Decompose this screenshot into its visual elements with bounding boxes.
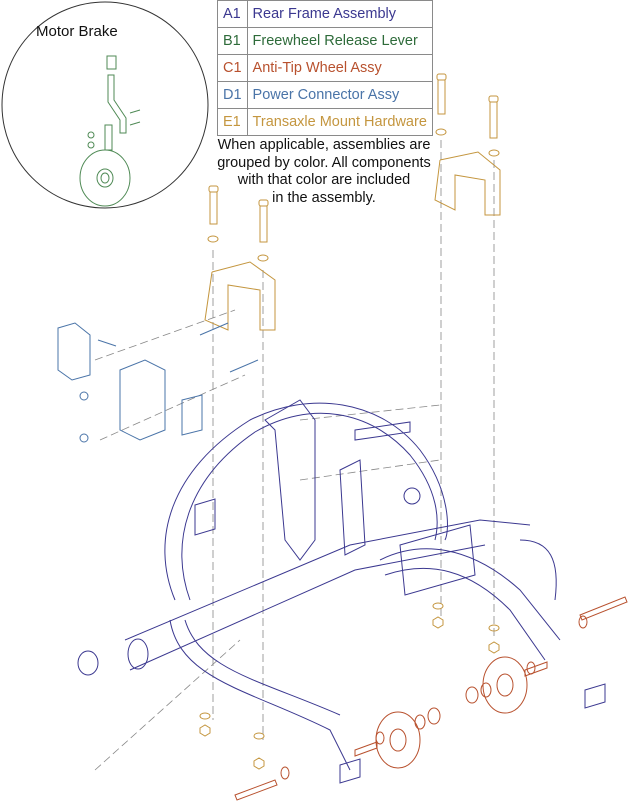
note-line: When applicable, assemblies are (217, 137, 431, 153)
legend-code: D1 (217, 81, 248, 109)
guide-lines (94, 140, 495, 771)
legend-label: Power Connector Assy (246, 81, 433, 109)
legend-code: A1 (217, 0, 248, 28)
note-line: grouped by color. All components (217, 154, 431, 171)
note-line: in the assembly. (272, 189, 376, 206)
legend-label: Rear Frame Assembly (246, 0, 433, 28)
legend-label: Freewheel Release Lever (246, 27, 433, 55)
anti-tip-wheel-assy (234, 596, 628, 801)
motor-brake-inset (1, 1, 209, 209)
legend-code: E1 (217, 108, 248, 136)
motor-brake-title: Motor Brake (36, 23, 118, 40)
rear-frame-assembly (77, 399, 606, 784)
color-grouping-note: When applicable, assemblies are grouped … (213, 137, 435, 207)
brake-lever-drawing (79, 55, 141, 207)
legend-code: B1 (217, 27, 248, 55)
legend-code: C1 (217, 54, 248, 82)
legend-label: Anti-Tip Wheel Assy (246, 54, 433, 82)
legend-label: Transaxle Mount Hardware (246, 108, 433, 136)
power-connector-assy (57, 322, 259, 443)
transaxle-mount-hardware (199, 73, 501, 770)
note-line: with that color are included (237, 172, 411, 188)
